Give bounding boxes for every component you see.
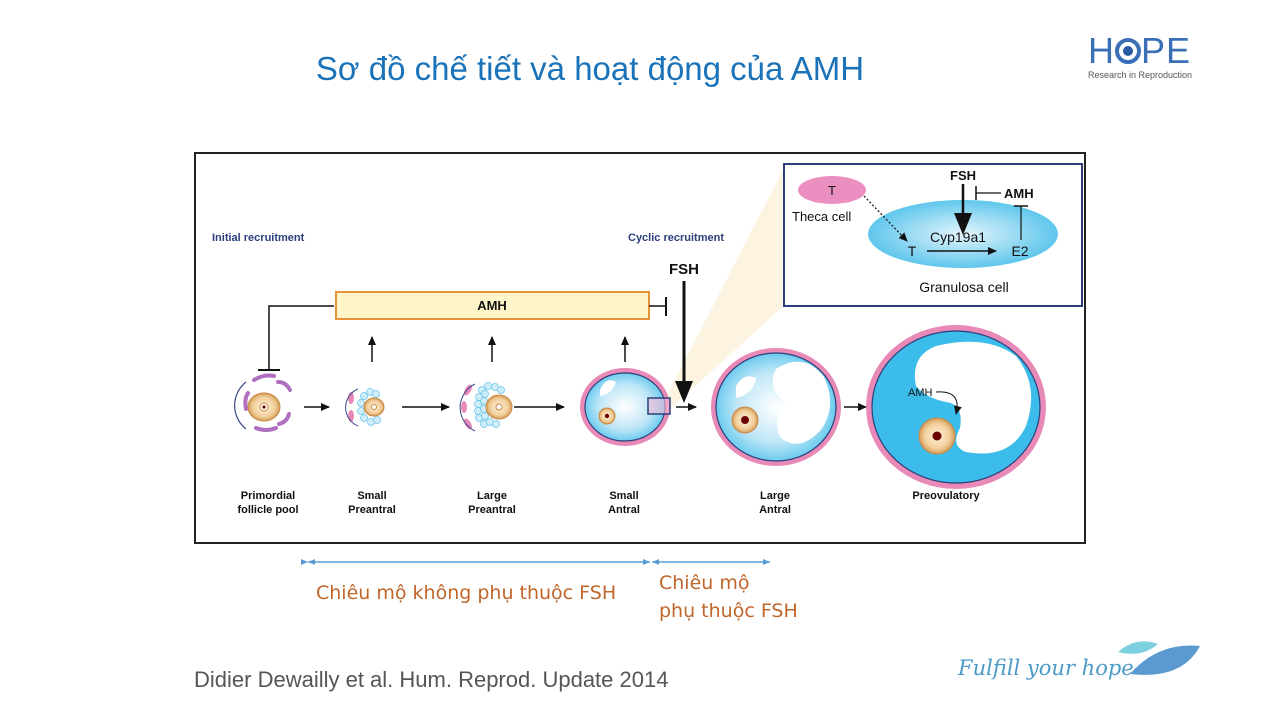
granulosa-inset: T Theca cell T Cyp19a1 E2 FSH AMH Granul… xyxy=(783,163,1083,307)
inset-amh-label: AMH xyxy=(1004,186,1034,201)
preovulatory-follicle: AMH xyxy=(866,325,1046,489)
preovulatory-amh-label: AMH xyxy=(908,387,933,399)
fsh-dependent-label-line1: Chiêu mộ xyxy=(659,572,750,594)
diagram-canvas: Initial recruitment Cyclic recruitment A… xyxy=(212,163,1084,516)
granulosa-cell-label: Granulosa cell xyxy=(919,279,1009,295)
inset-fsh-label: FSH xyxy=(950,168,976,183)
large-antral-follicle xyxy=(711,348,841,466)
amh-bar-label: AMH xyxy=(477,298,507,313)
small-antral-follicle xyxy=(580,368,671,446)
cyp19a1-label: Cyp19a1 xyxy=(930,229,986,245)
cyclic-recruitment-label: Cyclic recruitment xyxy=(628,232,724,244)
stage-label-preovulatory: Preovulatory xyxy=(912,490,980,502)
amh-diagram: Initial recruitment Cyclic recruitment A… xyxy=(194,152,1086,544)
eye-icon xyxy=(1115,38,1141,64)
granulosa-t-label: T xyxy=(908,243,917,259)
logo-subtitle: Research in Reproduction xyxy=(1088,70,1193,80)
fsh-independent-label: Chiêu mộ không phụ thuộc FSH xyxy=(316,582,617,604)
initial-recruitment-label: Initial recruitment xyxy=(212,232,305,244)
tagline: Fulfill your hope xyxy=(958,656,1134,680)
theca-cell xyxy=(798,176,866,204)
theca-t-label: T xyxy=(828,183,836,198)
fsh-label: FSH xyxy=(669,261,699,278)
citation: Didier Dewailly et al. Hum. Reprod. Upda… xyxy=(194,667,669,692)
fsh-dependent-label-line2: phụ thuộc FSH xyxy=(659,600,798,622)
amh-autocrine-arrow xyxy=(935,391,962,415)
leaf-logo-icon xyxy=(1118,641,1200,675)
theca-cell-label: Theca cell xyxy=(792,209,851,224)
slide-title: Sơ đồ chế tiết và hoạt động của AMH xyxy=(315,50,865,87)
large-preantral-follicle xyxy=(459,382,513,432)
primordial-follicle xyxy=(234,373,292,432)
small-preantral-follicle xyxy=(345,388,385,427)
amh-inhibit-primordial xyxy=(268,305,334,370)
granulosa-zoom-box xyxy=(647,397,671,415)
e2-label: E2 xyxy=(1011,243,1028,259)
